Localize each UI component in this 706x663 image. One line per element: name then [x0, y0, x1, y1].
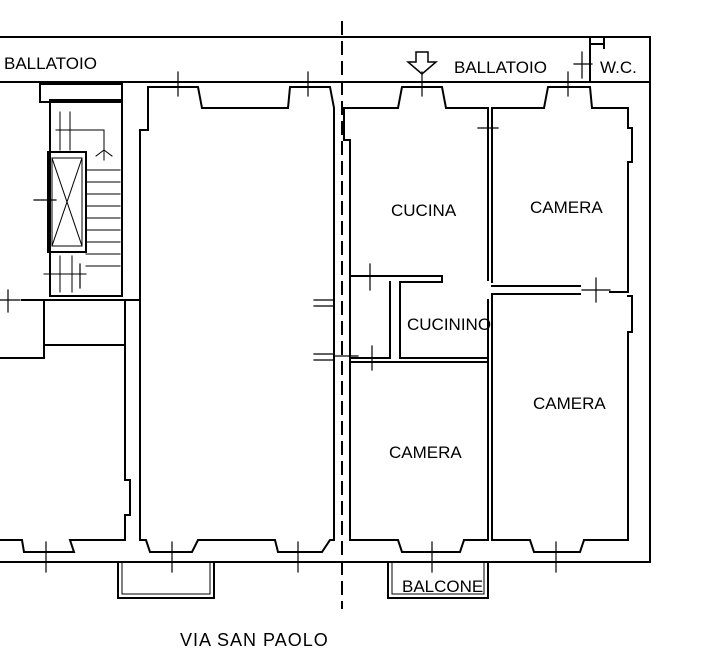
label-camera-bottom-right: CAMERA: [533, 394, 606, 413]
down-arrow-icon: [405, 51, 439, 75]
label-wc: W.C.: [600, 58, 637, 77]
outer-walls: [0, 36, 651, 563]
right-apartment-walls: [343, 36, 633, 553]
label-ballatoio-left: BALLATOIO: [4, 54, 97, 73]
label-camera-bottom-center: CAMERA: [389, 443, 462, 462]
label-street: VIA SAN PAOLO: [180, 630, 329, 650]
label-cucina: CUCINA: [391, 201, 457, 220]
label-balcone: BALCONE: [402, 577, 483, 596]
stair-block: [39, 83, 123, 297]
label-cucinino: CUCININO: [407, 315, 491, 334]
opening-marks: [0, 51, 611, 573]
left-apartment-walls: [0, 86, 335, 553]
label-ballatoio-right: BALLATOIO: [454, 58, 547, 77]
balcony-left: [117, 561, 215, 599]
label-camera-top-right: CAMERA: [530, 198, 603, 217]
